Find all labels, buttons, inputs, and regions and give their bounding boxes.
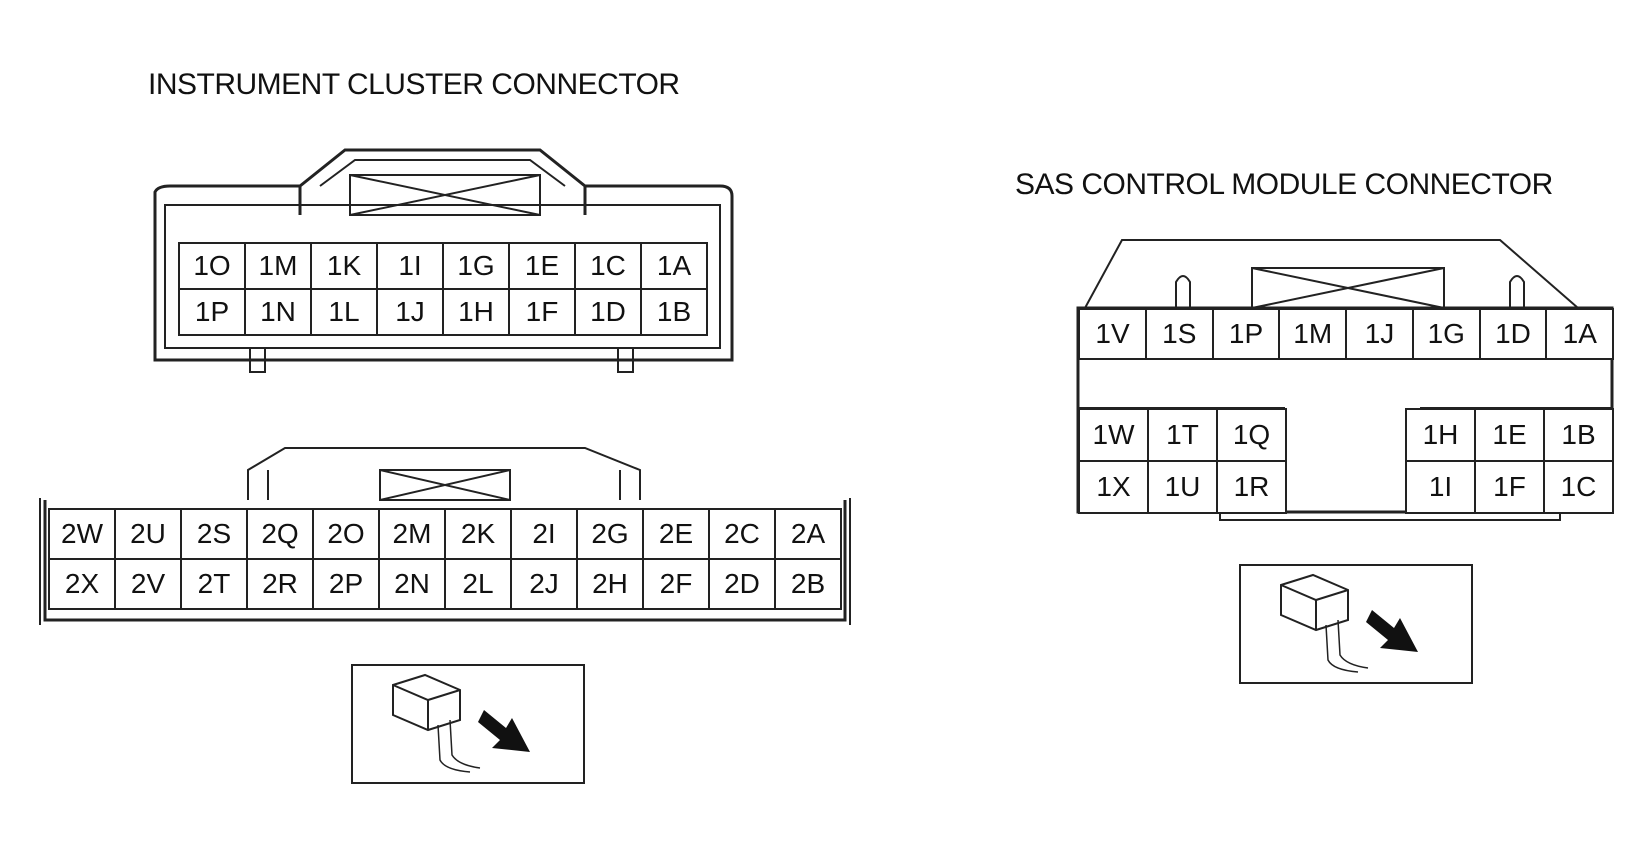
pin-1d: 1D — [574, 288, 642, 336]
pin-2m: 2M — [378, 508, 446, 560]
pin-2j: 2J — [510, 558, 578, 610]
pin-1h: 1H — [442, 288, 510, 336]
pin-1l: 1L — [310, 288, 378, 336]
pin-1c: 1C — [574, 242, 642, 290]
pin-1m: 1M — [244, 242, 312, 290]
pin-2o: 2O — [312, 508, 380, 560]
instrument-cluster-title: INSTRUMENT CLUSTER CONNECTOR — [148, 68, 680, 101]
pin-1n: 1N — [244, 288, 312, 336]
pin-2k: 2K — [444, 508, 512, 560]
pin-1m: 1M — [1278, 308, 1348, 360]
pin-2l: 2L — [444, 558, 512, 610]
pin-2g: 2G — [576, 508, 644, 560]
pin-2t: 2T — [180, 558, 248, 610]
pin-2s: 2S — [180, 508, 248, 560]
harness-diagram-1 — [351, 664, 585, 784]
pin-1j: 1J — [376, 288, 444, 336]
pin-1e: 1E — [1474, 408, 1545, 462]
pin-2i: 2I — [510, 508, 578, 560]
pin-1k: 1K — [310, 242, 378, 290]
pin-1j: 1J — [1345, 308, 1414, 360]
pin-1a: 1A — [1545, 308, 1615, 360]
pin-1b: 1B — [640, 288, 708, 336]
pin-1f: 1F — [1474, 460, 1545, 514]
pin-1e: 1E — [508, 242, 576, 290]
pin-1u: 1U — [1147, 460, 1218, 514]
pin-2u: 2U — [114, 508, 182, 560]
pin-2b: 2B — [774, 558, 842, 610]
pin-1i: 1I — [1405, 460, 1476, 514]
harness-diagram-2 — [1239, 564, 1473, 684]
pin-2h: 2H — [576, 558, 644, 610]
sas-module-title: SAS CONTROL MODULE CONNECTOR — [1015, 168, 1553, 201]
pin-1b: 1B — [1543, 408, 1614, 462]
pin-1w: 1W — [1078, 408, 1149, 462]
pin-1f: 1F — [508, 288, 576, 336]
pin-1c: 1C — [1543, 460, 1614, 514]
pin-1g: 1G — [442, 242, 510, 290]
pin-1p: 1P — [178, 288, 246, 336]
pin-2p: 2P — [312, 558, 380, 610]
pin-1x: 1X — [1078, 460, 1149, 514]
pin-1h: 1H — [1405, 408, 1476, 462]
pin-2q: 2Q — [246, 508, 314, 560]
pin-2r: 2R — [246, 558, 314, 610]
cluster-connector-2-housing — [39, 447, 851, 625]
pin-1v: 1V — [1078, 308, 1147, 360]
pin-1r: 1R — [1216, 460, 1287, 514]
cluster-connector-1-housing — [153, 148, 734, 373]
pin-2n: 2N — [378, 558, 446, 610]
pin-2a: 2A — [774, 508, 842, 560]
pin-2w: 2W — [48, 508, 116, 560]
pin-1p: 1P — [1211, 308, 1281, 360]
pin-1d: 1D — [1478, 308, 1548, 360]
pin-2x: 2X — [48, 558, 116, 610]
pin-2e: 2E — [642, 508, 710, 560]
pin-1o: 1O — [178, 242, 246, 290]
pin-1i: 1I — [376, 242, 444, 290]
pin-1g: 1G — [1411, 308, 1481, 360]
pin-2c: 2C — [708, 508, 776, 560]
pin-2d: 2D — [708, 558, 776, 610]
pin-1q: 1Q — [1216, 408, 1287, 462]
pin-1s: 1S — [1144, 308, 1214, 360]
pin-1a: 1A — [640, 242, 708, 290]
pin-1t: 1T — [1147, 408, 1218, 462]
pin-2f: 2F — [642, 558, 710, 610]
pin-2v: 2V — [114, 558, 182, 610]
